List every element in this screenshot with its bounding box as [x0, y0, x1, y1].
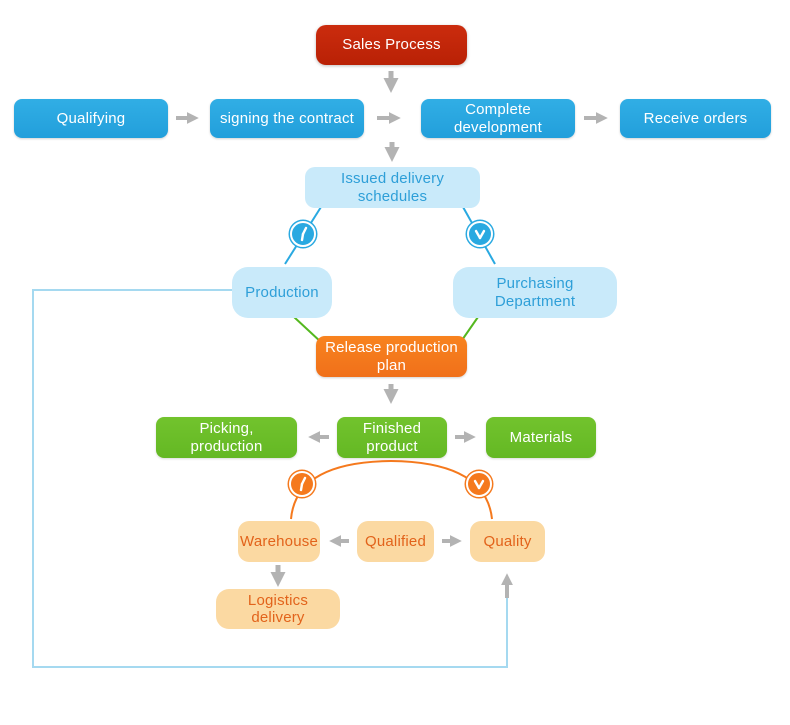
- node-materials: Materials: [486, 417, 596, 458]
- clock-icon: [466, 471, 492, 497]
- clock-icon: [290, 221, 316, 247]
- node-qualified: Qualified: [357, 521, 434, 562]
- clock-icon: [289, 471, 315, 497]
- node-quality: Quality: [470, 521, 545, 562]
- node-complete-development: Complete development: [421, 99, 575, 138]
- feedback-loop-line: [32, 289, 508, 668]
- node-receive-orders: Receive orders: [620, 99, 771, 138]
- node-logistics-delivery: Logistics delivery: [216, 589, 340, 629]
- node-picking-production: Picking, production: [156, 417, 297, 458]
- node-finished-product: Finished product: [337, 417, 447, 458]
- node-qualifying: Qualifying: [14, 99, 168, 138]
- clock-icon: [467, 221, 493, 247]
- node-issued-delivery-schedules: Issued delivery schedules: [305, 167, 480, 208]
- node-sales-process: Sales Process: [316, 25, 467, 65]
- node-production: Production: [232, 267, 332, 318]
- node-warehouse: Warehouse: [238, 521, 320, 562]
- line-finished-quality-warehouse: [290, 459, 493, 520]
- node-release-production-plan: Release production plan: [316, 336, 467, 377]
- node-purchasing-department: Purchasing Department: [453, 267, 617, 318]
- node-signing-the-contract: signing the contract: [210, 99, 364, 138]
